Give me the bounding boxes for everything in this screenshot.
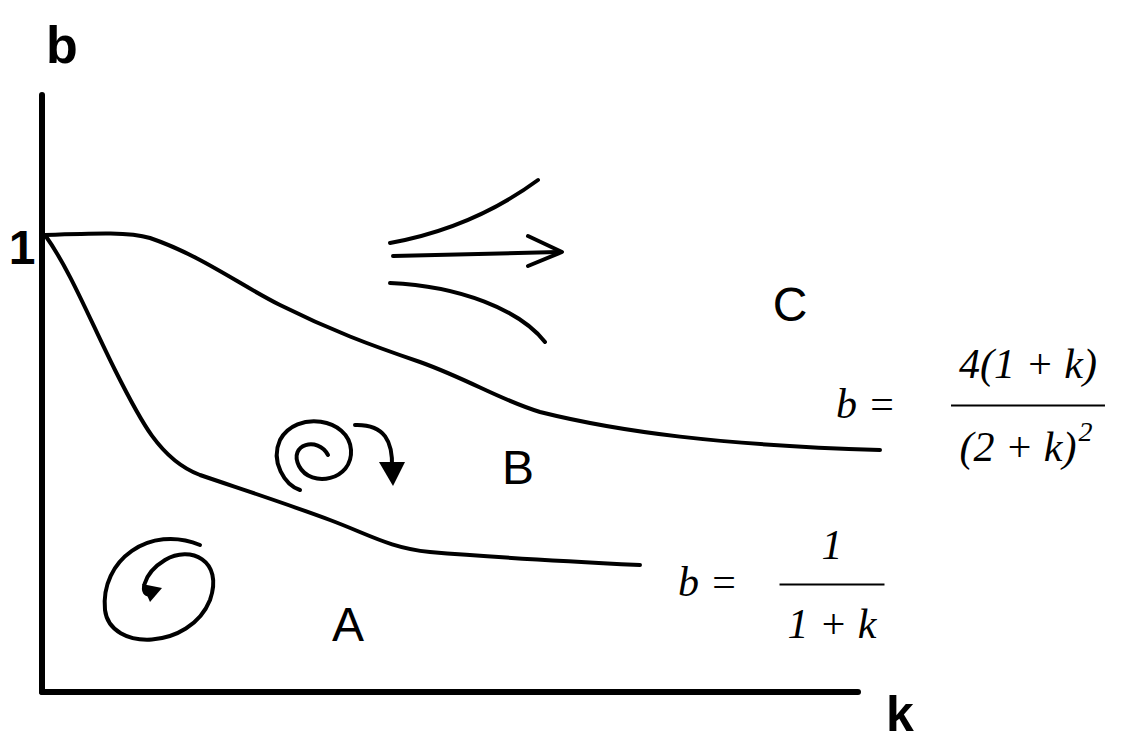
region-label: C	[773, 278, 808, 331]
formula-denominator-holder: 1 + k	[788, 603, 877, 645]
axis-label: k	[886, 686, 914, 742]
spiral-arrowhead	[142, 584, 162, 602]
saddle-trajectory	[390, 180, 538, 243]
formula-lhs: b =	[836, 381, 896, 427]
lower-boundary-curve	[45, 235, 640, 565]
k-axis	[42, 689, 858, 695]
formula-numerator: 1	[822, 522, 843, 568]
formula-denominator: 1 + k	[788, 601, 877, 647]
stable-spiral-trajectory	[105, 539, 214, 640]
fraction-bar	[951, 405, 1105, 407]
formula-lhs-holder: b =	[836, 383, 896, 425]
saddle-trajectory	[390, 283, 545, 342]
spiral-node-trajectory	[355, 425, 392, 468]
tick-label-holder: 1	[9, 224, 36, 272]
region-label-holder: B	[502, 444, 534, 492]
tick-label: 1	[9, 221, 36, 274]
saddle-trajectory	[393, 252, 558, 256]
formula-numerator-holder: 1	[822, 524, 843, 566]
saddle-arrowhead	[528, 236, 562, 266]
formula-numerator: 4(1 + k)	[959, 341, 1097, 387]
formula-denominator: (2 + k)	[960, 424, 1077, 470]
formula-exponent: 2	[1078, 416, 1092, 447]
formula-numerator-holder: 4(1 + k)	[959, 343, 1097, 385]
formula-lhs: b =	[678, 559, 738, 605]
formula-denominator-holder: (2 + k)	[960, 426, 1077, 468]
formula-exponent-holder: 2	[1078, 418, 1092, 446]
fraction-bar	[780, 584, 885, 586]
formula-lhs-holder: b =	[678, 561, 738, 603]
region-label: A	[332, 598, 364, 651]
upper-boundary-curve	[45, 233, 880, 450]
region-label-holder: C	[773, 281, 808, 329]
region-label: B	[502, 441, 534, 494]
region-label-holder: A	[332, 601, 364, 649]
spiral-node-trajectory	[277, 421, 351, 490]
axis-label-holder: b	[46, 19, 78, 71]
spiral-arrowhead	[379, 462, 405, 486]
b-axis	[39, 95, 45, 692]
axis-label-holder: k	[886, 689, 914, 739]
axis-label: b	[46, 16, 78, 74]
